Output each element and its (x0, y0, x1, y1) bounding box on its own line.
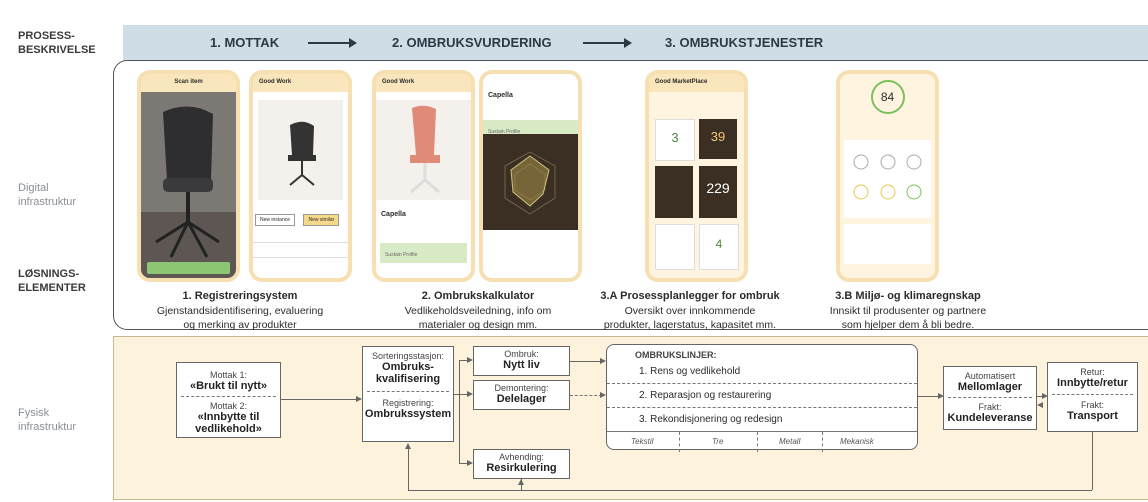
flow-line (1092, 432, 1093, 490)
new-similar-button[interactable]: New similar (303, 214, 340, 226)
step-arrow (583, 42, 625, 44)
avhending-box: Avhending: Resirkulering (473, 449, 570, 479)
solution-title: 3.B Miljø- og klimaregnskap (835, 290, 981, 302)
material-label: Metall (779, 437, 801, 446)
flow-line (459, 360, 460, 463)
line-1: 1. Rens og vedlikehold (639, 366, 741, 377)
metrics-card (844, 140, 931, 218)
product-name: Capella (381, 211, 406, 218)
solution-desc: Innsikt til produsenter og partnere (829, 305, 987, 317)
arrow-left-icon (1037, 402, 1043, 408)
chair-photo (141, 92, 236, 278)
stat-card[interactable]: 4 (699, 224, 739, 270)
sortering-box: Sorteringsstasjon: Ombruks-kvalifisering… (362, 346, 454, 442)
arrow-right-icon (938, 393, 944, 399)
flow-line (408, 490, 1092, 491)
flow-line (281, 399, 357, 400)
material-label: Tekstil (631, 437, 654, 446)
arrow-right-icon (467, 357, 473, 363)
flow-line (408, 448, 409, 490)
arrow-right-icon (467, 391, 473, 397)
arrow-right-icon (356, 396, 362, 402)
arrow-right-icon (1042, 393, 1048, 399)
phone-good-work-1: Good Work New instance New similar (253, 74, 348, 278)
arrow-right-icon (624, 38, 632, 48)
stat-card[interactable] (655, 166, 693, 218)
ombrukslinjer-box: OMBRUKSLINJER: 1. Rens og vedlikehold 2.… (606, 344, 918, 452)
arrow-up-icon (405, 443, 411, 449)
solution-desc: Vedlikeholdsveiledning, info om (404, 305, 552, 317)
solution-elements-label: LØSNINGS-ELEMENTER (18, 268, 86, 294)
phone-capella-radar: Capella Sustain Profile (483, 74, 578, 278)
phone-header: Good Work (376, 74, 471, 92)
phone-scan-item: Scan item (141, 74, 236, 278)
phone-header: Good Work (253, 74, 348, 92)
list-item[interactable] (253, 257, 348, 272)
solution-title: 2. Ombrukskalkulator (421, 290, 535, 302)
solution-desc: Gjenstandsidentifisering, evaluering (156, 305, 324, 317)
process-description-label: PROSESS-BESKRIVELSE (18, 30, 96, 56)
phone-header: Good MarketPlace (649, 74, 744, 92)
solution-desc: Oversikt over innkommende (624, 305, 756, 317)
material-label: Mekanisk (840, 437, 874, 446)
step-mottak: 1. MOTTAK (210, 35, 280, 50)
flow-line (454, 394, 459, 395)
retur-box: Retur: Innbytte/retur Frakt: Transport (1047, 362, 1138, 432)
step-arrow (308, 42, 350, 44)
solution-title: 3.A Prosessplanlegger for ombruk (600, 290, 780, 302)
line-3: 3. Rekondisjonering og redesign (639, 414, 783, 425)
stat-card[interactable]: 3 (655, 119, 695, 161)
phone-header: Scan item (141, 74, 236, 92)
flow-line (570, 361, 602, 362)
step-ombrukstjenester: 3. OMBRUKSTJENESTER (665, 35, 824, 50)
sustain-profile-card[interactable]: Sustain Profile (380, 243, 467, 263)
arrow-up-icon (518, 479, 524, 485)
sustain-profile-card: Sustain Profile (483, 120, 578, 135)
new-instance-button[interactable]: New instance (255, 214, 296, 226)
solution-desc: materialer og design mm. (418, 319, 538, 331)
digital-frame (113, 60, 1148, 330)
stat-card[interactable]: 229 (699, 166, 737, 218)
process-bar (123, 25, 1148, 61)
arrow-right-icon (467, 460, 473, 466)
phone-climate-report: 84 (840, 74, 935, 278)
phone-good-work-2: Good Work Capella Sustain Profile (376, 74, 471, 278)
arrow-right-icon (600, 358, 606, 364)
solution-desc: produkter, lagerstatus, kapasitet mm. (603, 319, 777, 331)
arrow-right-icon (349, 38, 357, 48)
solution-desc: og merking av produkter (183, 319, 297, 331)
flow-line (918, 396, 940, 397)
demontering-box: Demontering: Delelager (473, 380, 570, 410)
mottak-box: Mottak 1: «Brukt til nytt» Mottak 2: «In… (176, 362, 281, 438)
arrow-right-icon (600, 392, 606, 398)
flow-line (459, 360, 469, 361)
chair-thumbnail (376, 100, 471, 200)
solution-title: 1. Registreringsystem (182, 290, 298, 302)
flow-line (459, 394, 469, 395)
flow-line (1037, 396, 1044, 397)
info-card (844, 224, 931, 264)
flow-line-dashed (570, 395, 602, 396)
chair-thumbnail (258, 100, 343, 200)
material-label: Tre (712, 437, 724, 446)
radar-chart (483, 134, 578, 230)
ombruk-box: Ombruk: Nytt liv (473, 346, 570, 376)
stat-card[interactable] (655, 224, 695, 270)
line-2: 2. Reparasjon og restaurering (639, 390, 772, 401)
step-ombruksvurdering: 2. OMBRUKSVURDERING (392, 35, 552, 50)
phone-marketplace: Good MarketPlace 3 39 229 4 (649, 74, 744, 278)
score-ring: 84 (870, 80, 905, 114)
flow-line (459, 463, 469, 464)
stat-card[interactable]: 39 (699, 119, 737, 159)
mellomlager-box: Automatisert Mellomlager Frakt: Kundelev… (943, 366, 1037, 430)
solution-desc: som hjelper dem å bli bedre. (841, 319, 975, 331)
product-name: Capella (488, 92, 513, 99)
list-item[interactable] (253, 242, 348, 257)
